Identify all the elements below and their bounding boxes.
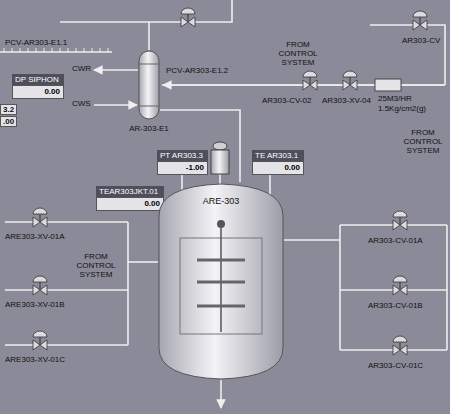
signal-note: FROM CONTROL SYSTEM <box>402 128 444 155</box>
control-valve <box>33 331 47 350</box>
scale-tick <box>100 48 101 52</box>
tag-label: ARE303-XV-01B <box>5 300 65 309</box>
tag-name: TE AR303.1 <box>252 150 304 161</box>
stream-label: CWS <box>72 99 91 108</box>
pipe-line <box>370 25 445 85</box>
pipe-line <box>339 225 341 350</box>
scale-tick <box>68 48 69 52</box>
rating-note: 1.5Kg/cm2(g) <box>378 104 426 113</box>
scale-tick <box>36 48 37 52</box>
flow-element <box>375 79 401 91</box>
pipe-line <box>284 239 340 241</box>
tag-label: AR303-CV-02 <box>262 96 311 105</box>
pipe-line <box>149 0 232 22</box>
tag-value: 0.00 <box>252 161 304 175</box>
scale-tick <box>60 48 61 52</box>
scale-tick <box>4 48 5 52</box>
control-valve <box>393 211 407 230</box>
pipe-line <box>5 344 128 346</box>
tag-label: AR303-CV <box>402 36 440 45</box>
pipe-line <box>0 51 112 53</box>
pipe-line <box>60 22 149 50</box>
tag-value: -1.00 <box>157 161 208 175</box>
control-valve <box>303 71 317 90</box>
scale-tick <box>76 48 77 52</box>
tag-label: ARE303-XV-01C <box>5 355 65 364</box>
value-display: TE AR303.10.00 <box>252 150 304 175</box>
tag-label: AR303-CV-01A <box>368 236 423 245</box>
agitator-motor <box>211 142 229 174</box>
value-display: TEAR303JKT.010.00 <box>96 186 164 211</box>
pipe-line <box>5 289 128 291</box>
scale-tick <box>108 48 109 52</box>
pipe-line <box>446 225 448 350</box>
pipe-line <box>128 261 158 263</box>
reactor-shape <box>158 182 284 380</box>
reactor-vessel: ARE-303 <box>158 182 284 380</box>
scale-tick <box>12 48 13 52</box>
pipe-line <box>127 222 129 345</box>
scale-tick <box>84 48 85 52</box>
exchanger-shape <box>138 50 160 120</box>
stream-label: CWR <box>72 64 91 73</box>
scale-tick <box>52 48 53 52</box>
scale-tick <box>20 48 21 52</box>
tag-name: PT AR303.3 <box>157 150 208 161</box>
control-valve <box>393 336 407 355</box>
vessel-tag: ARE-303 <box>158 196 284 206</box>
control-valve <box>413 11 427 30</box>
control-valve <box>33 208 47 227</box>
tag-label: AR303-XV-04 <box>322 96 371 105</box>
scale-tick <box>28 48 29 52</box>
tag-value: 0.00 <box>96 197 164 211</box>
flow-arrow <box>220 380 222 408</box>
scale-tick <box>44 48 45 52</box>
pipe-line <box>5 221 128 223</box>
heat-exchanger: AR-303-E1 <box>138 50 160 120</box>
control-valve <box>33 276 47 295</box>
equipment-tag: AR-303-E1 <box>129 124 169 133</box>
value-display: DP SIPHON0.00 <box>12 74 64 99</box>
control-valve <box>343 71 357 90</box>
rating-note: 25M3/HR <box>378 94 412 103</box>
tag-label: AR303-CV-01B <box>368 301 423 310</box>
value-display: PT AR303.3-1.00 <box>157 150 208 175</box>
pipe-line <box>269 174 271 196</box>
flow-arrow <box>94 69 138 71</box>
value-display: .00 <box>0 116 17 127</box>
control-valve <box>181 8 195 27</box>
tag-label: PCV-AR303-E1.2 <box>166 66 228 75</box>
tag-value: 0.00 <box>12 85 64 99</box>
flow-arrow <box>94 104 137 106</box>
signal-note: FROM CONTROL SYSTEM <box>72 252 120 279</box>
tag-label: ARE303-XV-01A <box>5 232 65 241</box>
tag-name: TEAR303JKT.01 <box>96 186 164 197</box>
tag-name: DP SIPHON <box>12 74 64 85</box>
signal-note: FROM CONTROL SYSTEM <box>274 40 322 67</box>
scale-tick <box>92 48 93 52</box>
control-valve <box>393 276 407 295</box>
tag-label: AR303-CV-01C <box>368 361 423 370</box>
tag-label: PCV-AR303-E1.1 <box>5 38 67 47</box>
value-display: 3.2 <box>0 104 17 115</box>
